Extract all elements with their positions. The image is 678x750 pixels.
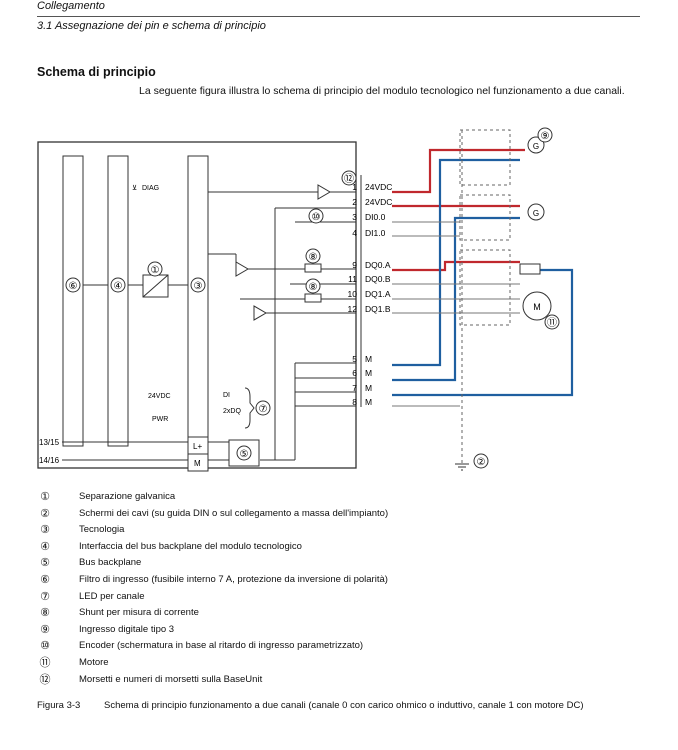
svg-text:5: 5 (352, 354, 357, 364)
svg-text:③: ③ (194, 281, 203, 292)
svg-text:24VDC: 24VDC (365, 197, 392, 207)
svg-text:3: 3 (352, 212, 357, 222)
led-pwr-label: PWR (152, 416, 168, 423)
pin-1315: 13/15 (39, 438, 60, 447)
svg-text:10: 10 (348, 289, 358, 299)
marker-4: ④ (114, 281, 123, 292)
svg-text:11: 11 (348, 274, 357, 284)
encoder-1: G (533, 142, 539, 151)
svg-text:7: 7 (352, 383, 357, 393)
marker-6: ⑤ (240, 449, 249, 460)
marker-7: ⑦ (259, 404, 268, 415)
m-label: M (194, 459, 201, 468)
svg-text:M: M (365, 354, 372, 364)
marker-11: ⑪ (547, 317, 557, 329)
svg-text:9: 9 (352, 260, 357, 270)
bar-backplane (62, 155, 84, 447)
header-rule (37, 16, 640, 17)
section-header: 3.1 Assegnazione dei pin e schema di pri… (37, 20, 266, 32)
svg-text:2: 2 (352, 197, 357, 207)
svg-text:4: 4 (352, 228, 357, 238)
marker-1: ① (151, 265, 160, 276)
svg-text:M: M (365, 383, 372, 393)
motor: M (533, 302, 541, 312)
section-title: Schema di principio (37, 65, 156, 79)
svg-text:DI0.0: DI0.0 (365, 212, 386, 222)
marker-8-b: ⑧ (309, 282, 318, 293)
intro-paragraph: La seguente figura illustra lo schema di… (139, 85, 625, 97)
svg-text:12: 12 (348, 304, 358, 314)
led-24vdc-label: 24VDC (148, 393, 171, 400)
svg-text:DI1.0: DI1.0 (365, 228, 386, 238)
bar-technology (187, 155, 209, 447)
marker-8-a: ⑧ (309, 252, 318, 263)
marker-2: ② (477, 457, 486, 468)
block-diagram: ⑥ ④ ③ ① ⊻ DIAG 24VDC PWR DI 2xDQ ⑦ L+ M … (37, 127, 574, 472)
lplus-label: L+ (193, 442, 202, 451)
figure-label: Figura 3-3 (37, 700, 81, 711)
svg-text:24VDC: 24VDC (365, 182, 392, 192)
svg-text:⊻: ⊻ (132, 184, 137, 192)
marker-9-top: ⑩ (312, 212, 321, 223)
marker-12: ⑫ (344, 173, 354, 185)
chapter-header: Collegamento (37, 0, 105, 12)
encoder-2: G (533, 209, 539, 218)
svg-text:6: 6 (352, 368, 357, 378)
led-dq-label: 2xDQ (223, 408, 241, 415)
pin-1416: 14/16 (39, 456, 60, 465)
diag-label: DIAG (142, 185, 159, 192)
bar-interface (107, 155, 129, 447)
svg-text:DQ1.B: DQ1.B (365, 304, 391, 314)
svg-text:DQ0.A: DQ0.A (365, 260, 391, 270)
svg-text:8: 8 (352, 397, 357, 407)
figure-caption: Schema di principio funzionamento a due … (104, 700, 584, 711)
marker-5: ⑥ (69, 281, 78, 292)
svg-text:M: M (365, 397, 372, 407)
svg-text:1: 1 (352, 182, 357, 192)
svg-text:M: M (365, 368, 372, 378)
marker-10: ⑨ (541, 131, 550, 142)
svg-text:DQ0.B: DQ0.B (365, 274, 391, 284)
svg-text:DQ1.A: DQ1.A (365, 289, 391, 299)
module-outline (37, 141, 357, 469)
led-di-label: DI (223, 392, 230, 399)
